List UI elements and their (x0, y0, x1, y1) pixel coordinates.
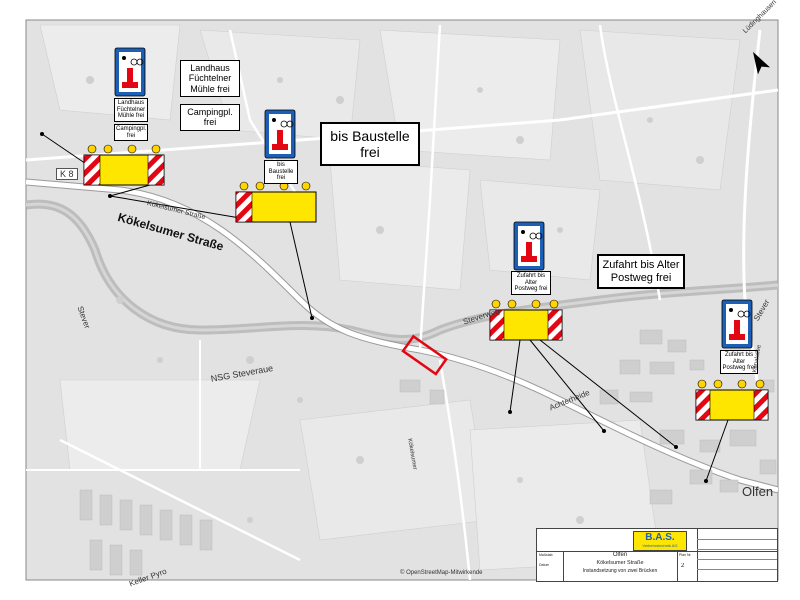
sign-3-plate: Zufahrt bis Alter Postweg frei (511, 271, 551, 295)
sign-landhaus: Landhaus Füchtelner Mühle frei (180, 60, 240, 98)
leader-points (40, 132, 708, 483)
barrier-1 (83, 144, 165, 186)
copyright-text: © OpenStreetMap-Mitwirkende (400, 570, 483, 576)
title-block: B.A.S. Verkehrstechnik AG Maßstab Datum … (536, 528, 778, 582)
dead-end-sign-2 (264, 109, 296, 159)
sign-1-plate-b: Campingpl. frei (114, 124, 148, 142)
datum-label: Datum (539, 563, 550, 567)
label-olfen: Olfen (742, 484, 774, 499)
dead-end-sign-1 (114, 47, 146, 97)
maßstab-label: Maßstab (539, 553, 553, 557)
sign-2-plate: bis Baustelle frei (264, 160, 298, 184)
barrier-4 (695, 379, 769, 421)
dead-end-sign-4 (721, 299, 753, 349)
project-street: Kökelsumer Straße (596, 560, 644, 566)
label-k8: K 8 (56, 168, 78, 180)
construction-site-marker (401, 334, 448, 376)
sign-campingpl: Campingpl. frei (180, 104, 240, 131)
plan-label: Plan Nr. (679, 553, 692, 557)
company-name: B.A.S. (645, 532, 675, 543)
barrier-3 (489, 299, 563, 341)
dead-end-sign-3 (513, 221, 545, 271)
sign-bis-baustelle: bis Baustelle frei (320, 122, 420, 167)
company-logo: B.A.S. Verkehrstechnik AG (633, 531, 687, 551)
sign-zufahrt: Zufahrt bis Alter Postweg frei (597, 254, 685, 290)
project-name: Olfen (612, 552, 628, 558)
north-arrow-icon (753, 51, 771, 75)
sign-1-plate-a: Landhaus Füchtelner Mühle frei (114, 98, 148, 122)
barrier-2 (235, 181, 317, 223)
company-sub: Verkehrstechnik AG (642, 543, 678, 548)
plan-number: 2 (681, 563, 685, 569)
sign-4-plate: Zufahrt bis Alter Postweg frei (720, 350, 758, 374)
project-description: Instandsetzung von zwei Brücken (582, 568, 658, 574)
